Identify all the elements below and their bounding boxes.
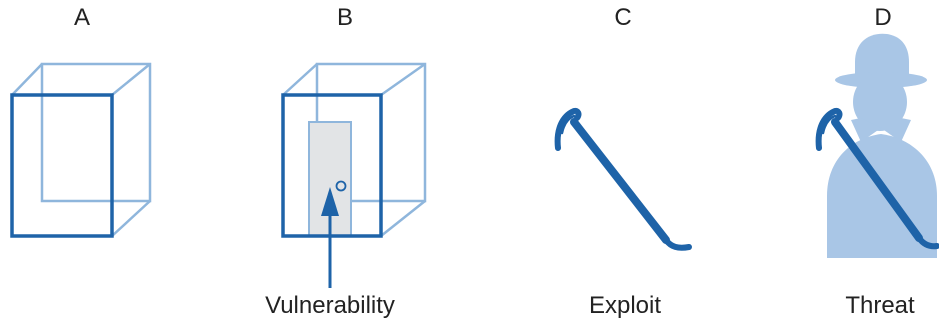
threat-label: Threat <box>845 292 915 319</box>
panel-d-letter: D <box>874 4 892 31</box>
exploit-label: Exploit <box>588 292 662 319</box>
crowbar-icon <box>554 107 692 251</box>
intruder-silhouette <box>827 33 937 258</box>
intruder-with-crowbar-icon <box>815 33 939 258</box>
panel-d: D Threat <box>705 0 939 332</box>
panel-b: B Vulnerability <box>235 0 470 332</box>
panel-c-letter: C <box>614 4 632 31</box>
vulnerability-arrow <box>321 187 339 288</box>
cube-icon <box>10 62 152 238</box>
panel-a-letter: A <box>73 4 91 31</box>
panel-c: C Exploit <box>470 0 705 332</box>
panel-b-letter: B <box>336 4 354 31</box>
vulnerability-label: Vulnerability <box>265 292 395 319</box>
panel-a: A <box>0 0 235 332</box>
cube-with-door-icon <box>281 62 427 288</box>
door-knob <box>335 180 347 192</box>
